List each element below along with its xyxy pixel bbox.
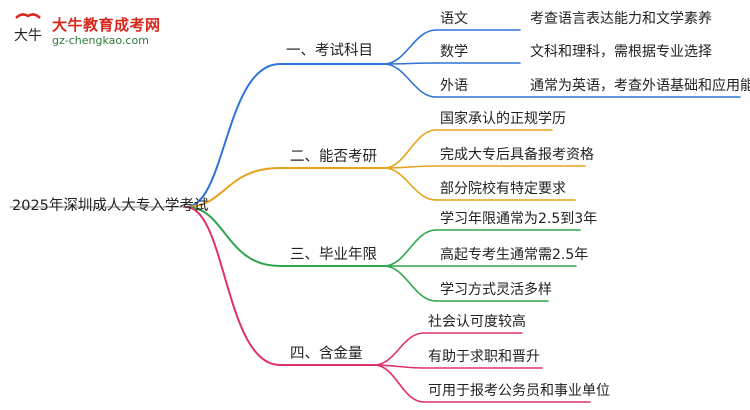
connector-postgrad-leaf-0 — [383, 129, 437, 169]
site-logo: 大牛 大牛教育成考网 gz-chengkao.com — [8, 8, 188, 52]
connector-root-graduation — [185, 206, 281, 267]
leaf-study-duration: 学习年限通常为2.5到3年 — [440, 211, 598, 227]
branch-label-value: 四、含金量 — [290, 346, 363, 362]
connector-root-value — [185, 206, 281, 366]
connector-graduation-leaf-0 — [383, 229, 437, 267]
branch-label-postgrad-eligibility: 二、能否考研 — [290, 149, 377, 165]
branch-label-exam-subjects: 一、考试科目 — [286, 43, 373, 59]
bull-logo-icon: 大牛 — [14, 13, 42, 44]
connector-graduation-leaf-2 — [383, 265, 437, 302]
leaf-recognized-degree: 国家承认的正规学历 — [440, 111, 566, 127]
leaf-chinese-detail: 考查语言表达能力和文学素养 — [530, 11, 712, 27]
connector-exam-subjects-leaf-0 — [383, 29, 437, 65]
connector-root-exam-subjects — [185, 63, 281, 208]
leaf-math: 数学 — [440, 44, 468, 60]
branch-label-graduation-years: 三、毕业年限 — [290, 247, 377, 263]
connector-postgrad-leaf-2 — [383, 167, 437, 201]
connector-value-leaf-0 — [373, 332, 425, 366]
connector-exam-subjects-leaf-1 — [383, 62, 437, 65]
leaf-flexible-study: 学习方式灵活多样 — [440, 282, 552, 298]
connector-exam-subjects-leaf-2 — [383, 63, 437, 98]
leaf-career-help: 有助于求职和晋升 — [428, 349, 540, 365]
leaf-chinese: 语文 — [440, 11, 468, 27]
leaf-math-detail: 文科和理科，需根据专业选择 — [530, 44, 712, 60]
root-node-label: 2025年深圳成人大专入学考试 — [12, 198, 209, 214]
leaf-civil-service: 可用于报考公务员和事业单位 — [428, 383, 610, 399]
connector-root-postgrad — [185, 167, 281, 208]
leaf-hs-to-diploma-duration: 高起专考生通常需2.5年 — [440, 247, 589, 263]
connector-value-leaf-2 — [373, 364, 425, 403]
leaf-social-recognition: 社会认可度较高 — [428, 314, 526, 330]
leaf-foreign-language: 外语 — [440, 78, 468, 94]
logo-url: gz-chengkao.com — [52, 34, 149, 47]
leaf-foreign-language-detail: 通常为英语，考查外语基础和应用能力 — [530, 78, 750, 94]
logo-title: 大牛教育成考网 — [52, 16, 161, 34]
leaf-eligible-after-diploma: 完成大专后具备报考资格 — [440, 147, 594, 163]
logo-mark-text: 大牛 — [14, 28, 42, 44]
leaf-special-requirements: 部分院校有特定要求 — [440, 181, 566, 197]
